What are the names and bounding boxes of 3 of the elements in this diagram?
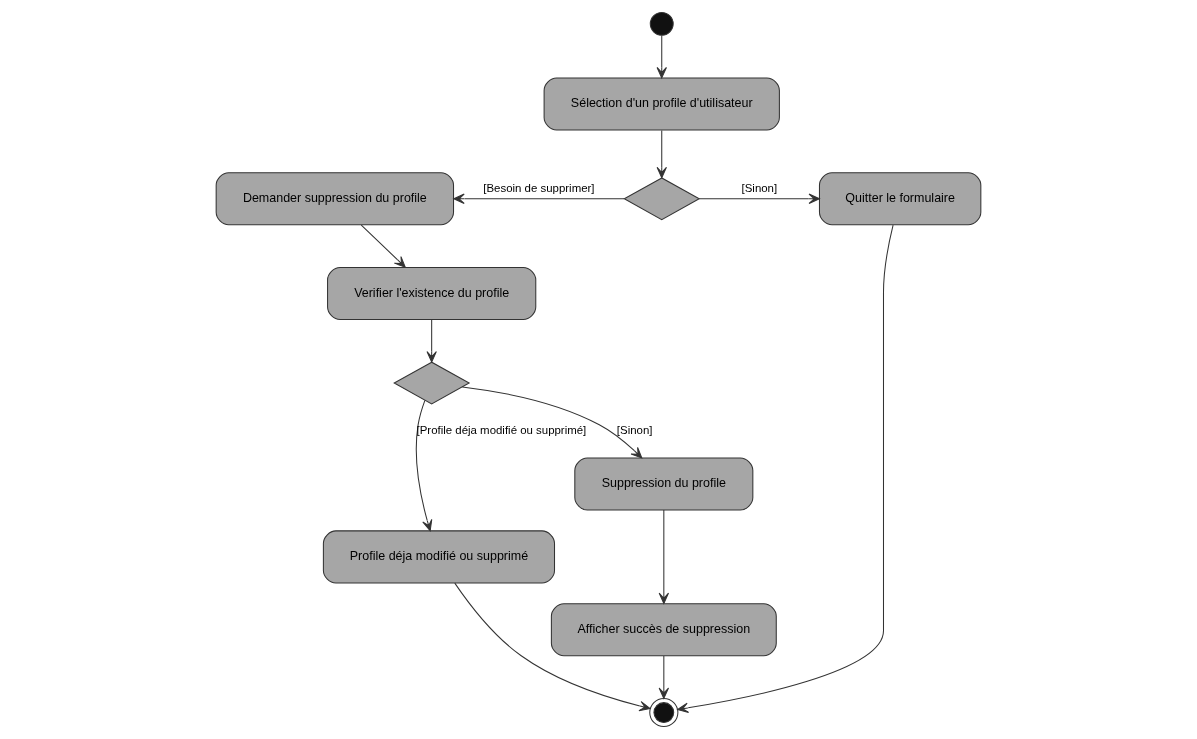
edge-label: [Sinon] <box>616 423 653 436</box>
edge-label: [Sinon] <box>741 182 778 195</box>
edge-label: [Besoin de supprimer] <box>483 182 595 195</box>
